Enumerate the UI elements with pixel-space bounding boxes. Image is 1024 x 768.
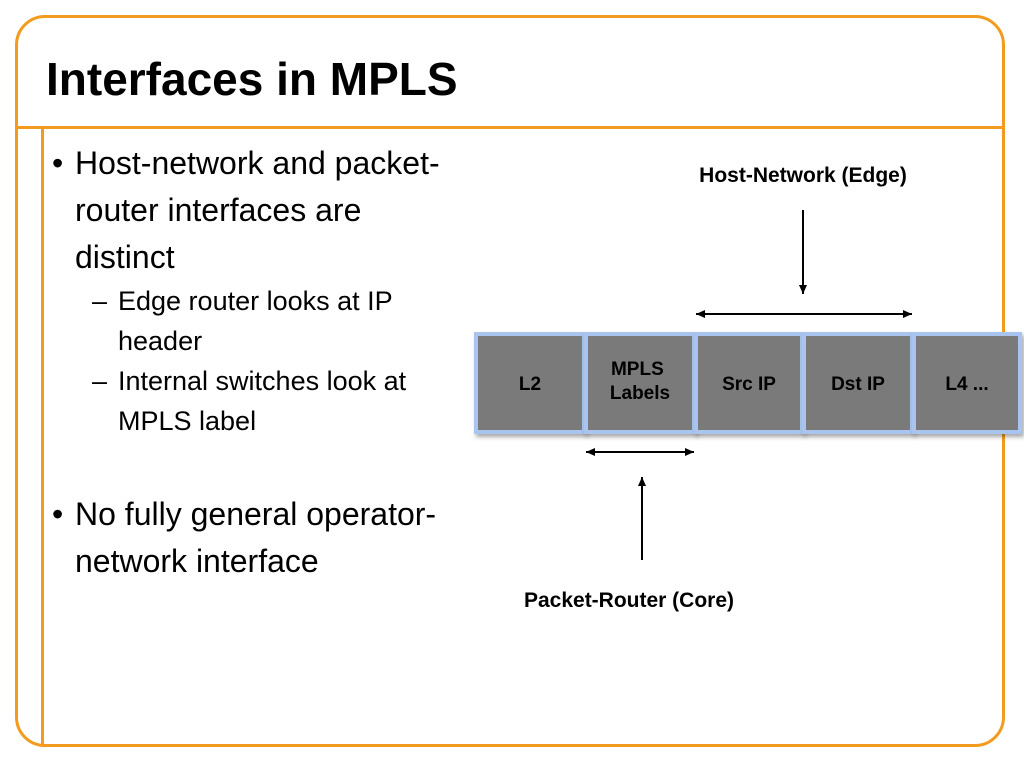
- dash-icon: –: [92, 366, 108, 396]
- field-label: Dst IP: [831, 374, 885, 395]
- left-margin-rule: [41, 126, 44, 747]
- field-label: Src IP: [722, 374, 776, 395]
- field-src-ip: Src IP: [694, 332, 804, 434]
- packet-router-core-label: Packet-Router (Core): [524, 589, 734, 612]
- bullet-text: No fully general operator-network interf…: [75, 496, 437, 579]
- bullet-list: • Host-network and packet-router interfa…: [46, 140, 466, 585]
- title-divider: [15, 126, 1005, 129]
- sub-bullet-text: Internal switches look at MPLS label: [118, 366, 407, 436]
- bullet-item: • Host-network and packet-router interfa…: [46, 140, 466, 281]
- sub-bullet-item: – Internal switches look at MPLS label: [46, 361, 466, 441]
- sub-bullet-text: Edge router looks at IP header: [118, 286, 393, 356]
- field-label: L4 ...: [945, 374, 988, 395]
- slide-title: Interfaces in MPLS: [46, 53, 458, 105]
- dash-icon: –: [92, 286, 108, 316]
- sub-bullet-item: – Edge router looks at IP header: [46, 281, 466, 361]
- host-network-edge-label: Host-Network (Edge): [699, 164, 907, 187]
- field-l2: L2: [474, 332, 586, 434]
- bullet-dot-icon: •: [52, 145, 64, 181]
- header-fields: L2 MPLS Labels Src IP Dst IP L4 ...: [474, 332, 1022, 434]
- field-mpls-labels: MPLS Labels: [584, 332, 696, 434]
- field-dst-ip: Dst IP: [802, 332, 914, 434]
- bullet-text: Host-network and packet-router interface…: [75, 145, 440, 275]
- field-label: L2: [519, 374, 541, 395]
- field-label: MPLS Labels: [610, 359, 670, 404]
- bullet-item: • No fully general operator-network inte…: [46, 491, 466, 585]
- field-l4: L4 ...: [912, 332, 1022, 434]
- bullet-dot-icon: •: [52, 496, 64, 532]
